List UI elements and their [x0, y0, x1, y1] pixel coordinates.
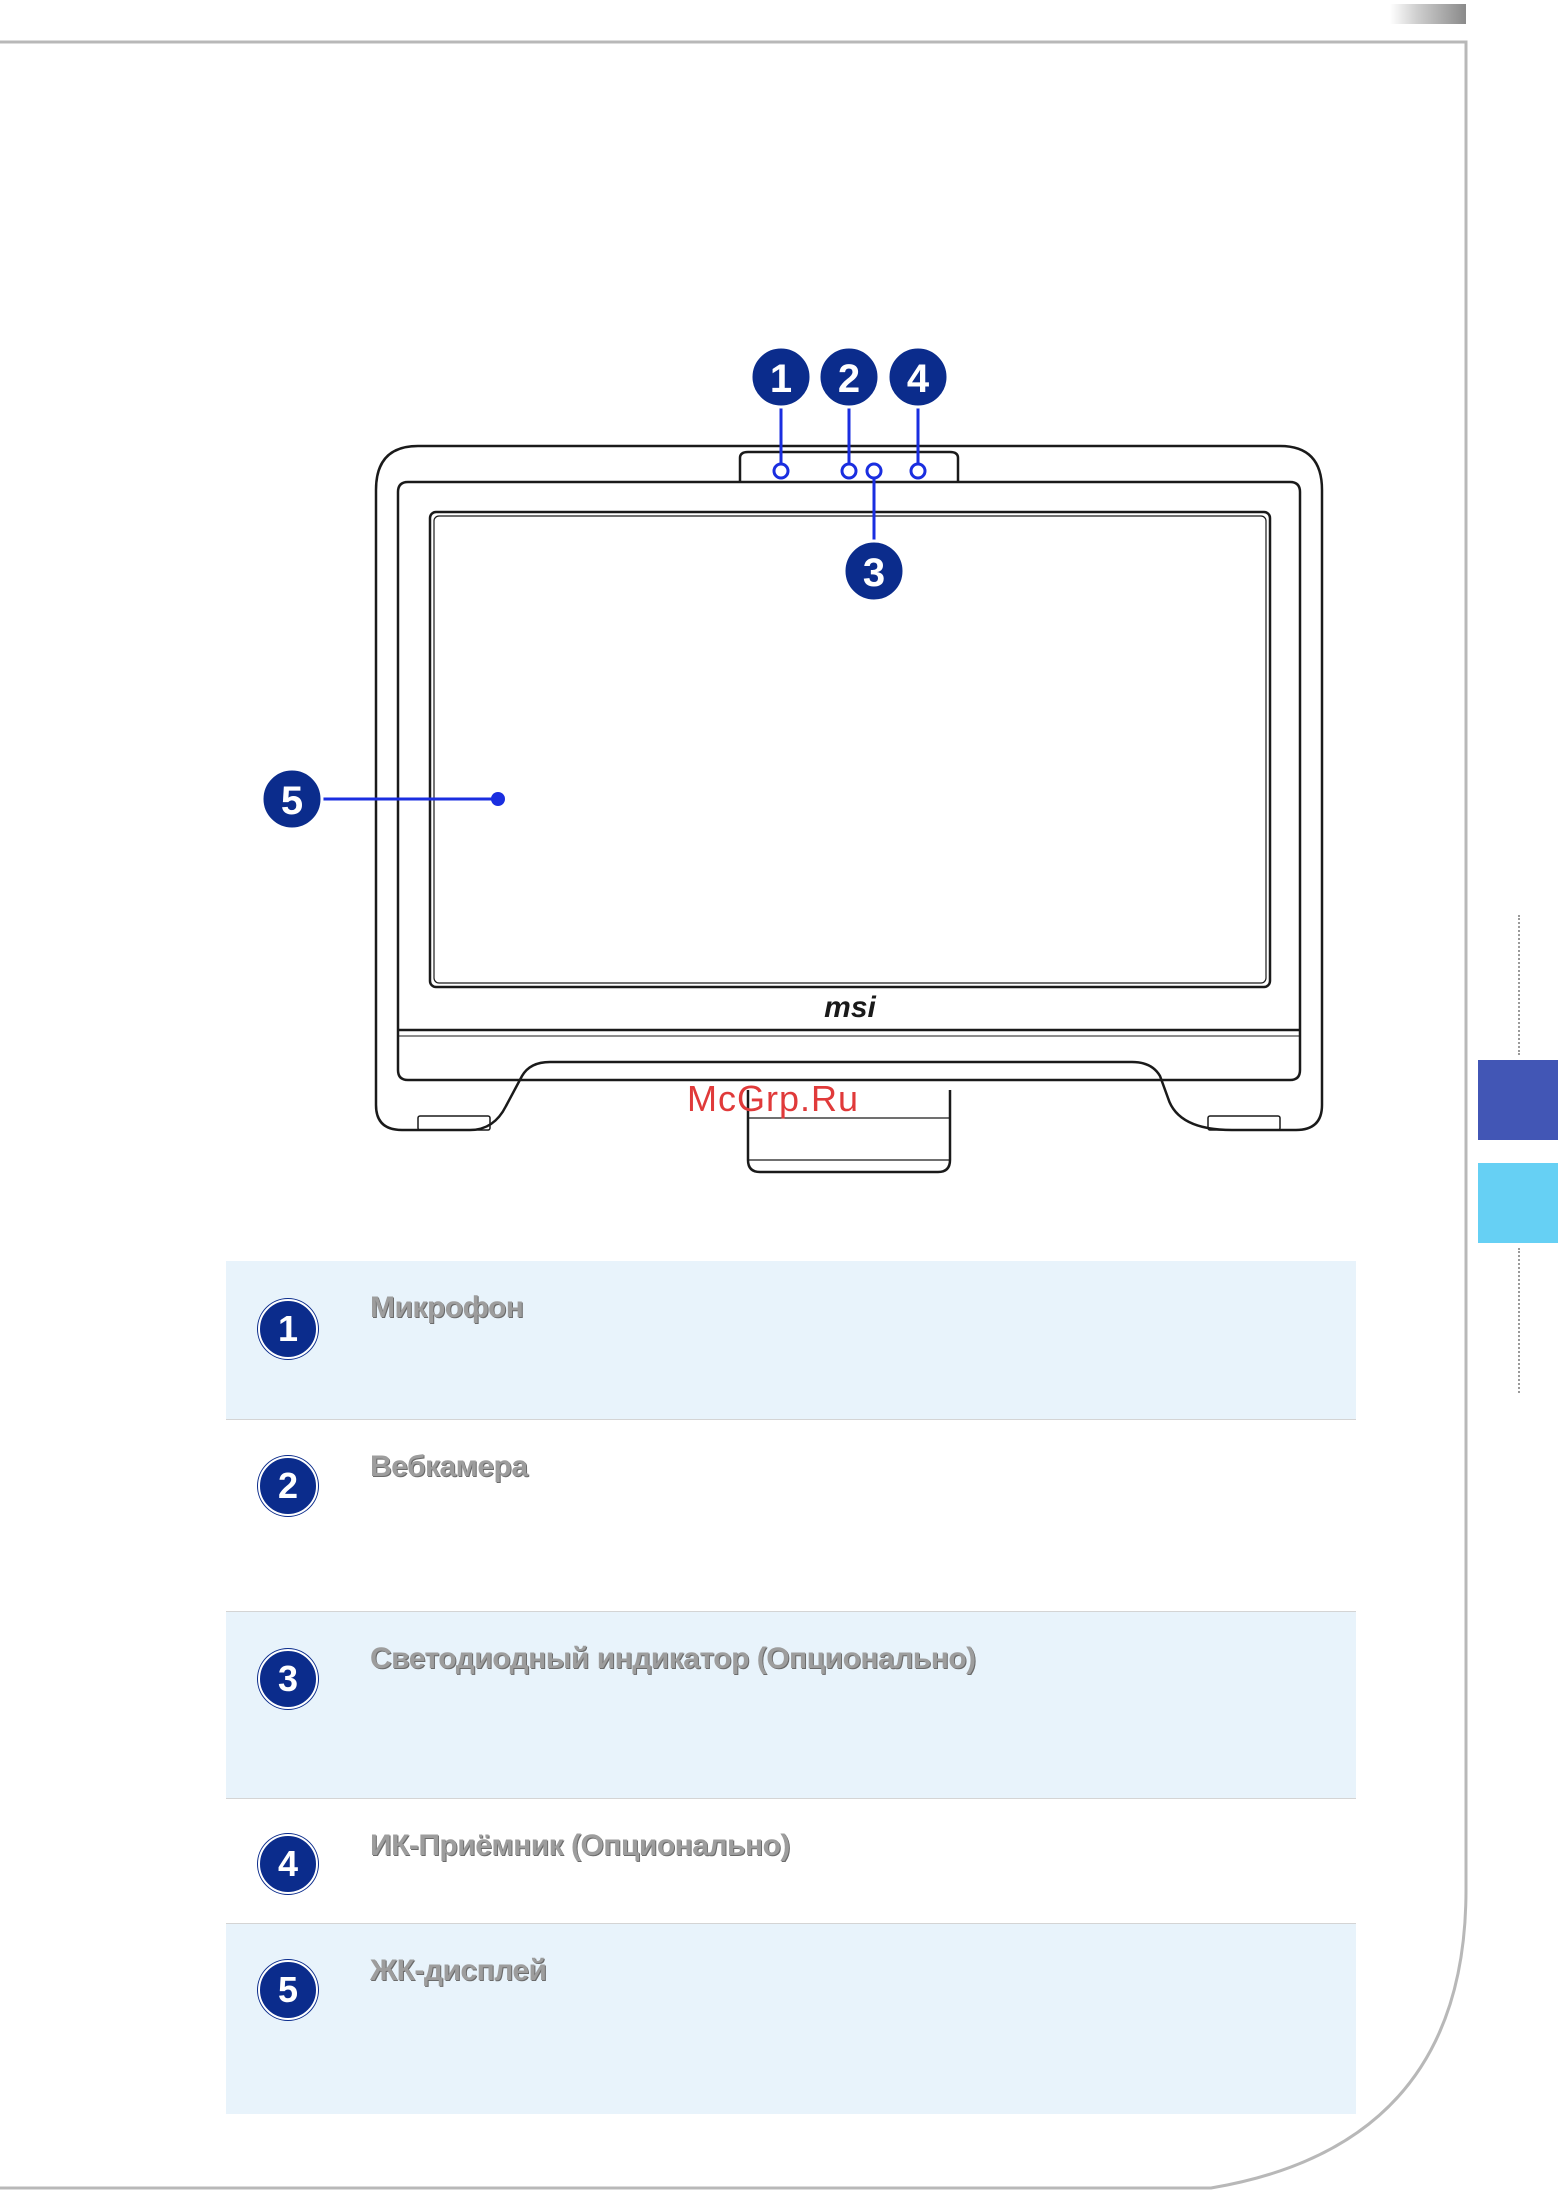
- svg-text:4: 4: [907, 357, 930, 401]
- microphone-marker: [774, 464, 788, 478]
- svg-text:1: 1: [770, 357, 792, 401]
- component-label: ИК-Приёмник (Опционально): [370, 1829, 790, 1863]
- legend-row-microphone: 1 Микрофон: [226, 1261, 1356, 1419]
- callout-2: 2: [819, 347, 879, 407]
- legend-row-lcd-display: 5 ЖК-дисплей: [226, 1924, 1356, 2114]
- svg-text:2: 2: [838, 357, 860, 401]
- leader-lines: [316, 400, 918, 799]
- component-label: Микрофон: [370, 1291, 523, 1325]
- legend-row-ir-receiver: 4 ИК-Приёмник (Опционально): [226, 1799, 1356, 1923]
- led-marker: [867, 464, 881, 478]
- svg-text:5: 5: [281, 779, 303, 823]
- msi-logo: msi: [824, 991, 876, 1024]
- callout-3: 3: [844, 541, 904, 601]
- display-marker: [491, 792, 505, 806]
- legend-row-webcam: 2 Вебкамера: [226, 1420, 1356, 1611]
- number-badge: 2: [258, 1456, 318, 1516]
- number-badge: 4: [258, 1834, 318, 1894]
- sensor-markers: [774, 464, 925, 478]
- legend-row-led: 3 Светодиодный индикатор (Опционально): [226, 1612, 1356, 1798]
- number-badge: 1: [258, 1299, 318, 1359]
- callout-4: 4: [888, 347, 948, 407]
- ir-receiver-marker: [911, 464, 925, 478]
- watermark: McGrp.Ru: [687, 1078, 859, 1120]
- webcam-marker: [842, 464, 856, 478]
- svg-text:3: 3: [863, 551, 885, 595]
- component-label: Вебкамера: [370, 1450, 528, 1484]
- callout-5: 5: [262, 769, 322, 829]
- number-badge: 3: [258, 1649, 318, 1709]
- component-label: Светодиодный индикатор (Опционально): [370, 1642, 976, 1676]
- callout-1: 1: [751, 347, 811, 407]
- number-badge: 5: [258, 1960, 318, 2020]
- component-label: ЖК-дисплей: [370, 1954, 547, 1988]
